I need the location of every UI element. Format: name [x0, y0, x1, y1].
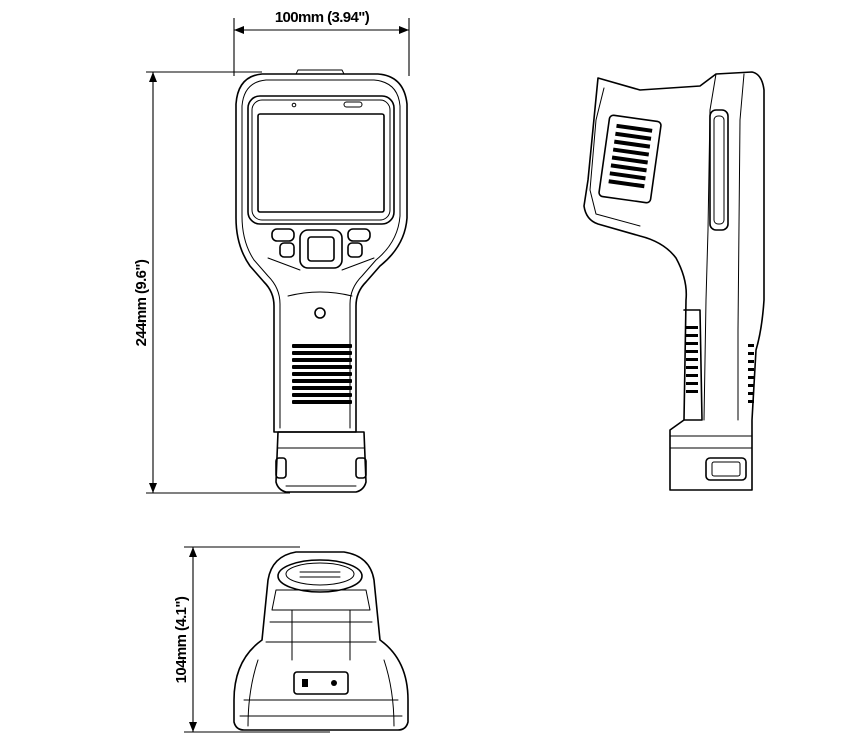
front-view [235, 69, 408, 493]
side-view [583, 71, 765, 491]
bottom-view [233, 551, 409, 731]
height-label: 244mm (9.6") [133, 259, 150, 346]
width-dimension: 100mm (3.94") [233, 9, 410, 76]
width-label: 100mm (3.94") [275, 9, 370, 26]
depth-label: 104mm (4.1") [173, 596, 190, 683]
depth-dimension: 104mm (4.1") [173, 546, 330, 733]
height-dimension: 244mm (9.6") [133, 71, 290, 494]
